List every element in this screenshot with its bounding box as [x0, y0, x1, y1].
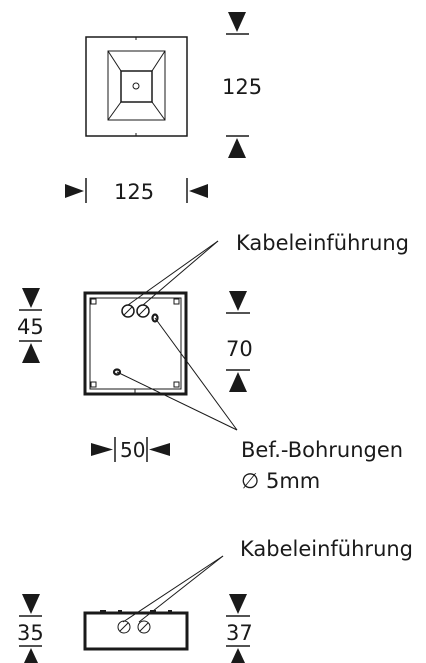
hole-hatch — [138, 306, 148, 316]
dimension-arrow-up — [229, 372, 247, 392]
side-view-tab — [118, 610, 122, 613]
dimension-arrow-up — [22, 343, 40, 363]
top-view-width-dimension: 125 — [65, 178, 208, 204]
back-view — [83, 291, 188, 396]
back-view-depth-dimension: 45 — [17, 288, 44, 363]
mounting-hole — [112, 368, 122, 376]
top-view-height-dimension: 125 — [222, 12, 262, 158]
top-view-center-hole — [132, 82, 140, 90]
dimension-arrow-up — [24, 648, 38, 663]
top-view-housing — [85, 36, 188, 137]
bevel-line — [107, 101, 122, 121]
back-view-cable-entry-label: Kabeleinführung — [236, 231, 409, 255]
cable-entry-hole — [117, 620, 131, 634]
leader-line — [142, 240, 219, 306]
leader-line — [122, 555, 224, 623]
dimension-arrow-up — [231, 648, 245, 663]
dimension-arrow-left — [149, 443, 170, 456]
leader-line — [127, 240, 219, 306]
back-view-housing — [83, 291, 188, 396]
bevel-line — [107, 50, 122, 72]
mounting-hole — [151, 313, 159, 323]
dimension-arrow-down — [22, 594, 40, 614]
hole-hatch — [139, 622, 149, 632]
top-view — [85, 36, 188, 137]
bevel-line — [151, 101, 166, 121]
side-view-right-label: 37 — [226, 621, 253, 645]
side-view-housing — [83, 611, 189, 651]
back-view-width-label: 50 — [120, 438, 145, 462]
corner-hole — [90, 381, 97, 388]
dimension-arrow-down — [229, 291, 247, 311]
hole-size-label: ∅ 5mm — [241, 469, 320, 493]
hole-hatch — [123, 306, 133, 316]
back-view-height-dimension: 70 — [226, 291, 253, 392]
side-view — [83, 610, 189, 651]
cable-entry-hole — [136, 304, 150, 318]
side-view-tab — [150, 610, 156, 613]
side-view-tab — [100, 610, 106, 613]
corner-hole — [90, 298, 97, 305]
dimension-arrow-right — [65, 184, 84, 198]
cable-entry-hole — [121, 304, 135, 318]
mounting-holes-label: Bef.-Bohrungen — [241, 438, 403, 462]
side-view-right-dimension: 37 — [226, 594, 253, 663]
bevel-line — [151, 50, 166, 72]
leader-line — [116, 371, 238, 431]
back-view-inner-edge — [89, 297, 182, 390]
top-view-height-label: 125 — [222, 75, 262, 99]
dimension-arrow-right — [91, 443, 113, 456]
corner-hole — [173, 381, 180, 388]
hole-hatch — [119, 622, 129, 632]
top-view-width-label: 125 — [114, 180, 154, 204]
top-view-inner-frame — [107, 50, 166, 121]
dimension-arrow-down — [22, 288, 40, 308]
side-view-cable-entry-label: Kabeleinführung — [240, 537, 413, 561]
dimension-arrow-left — [189, 184, 208, 198]
dimension-arrow-up — [228, 138, 246, 158]
corner-hole — [173, 298, 180, 305]
back-view-height-label: 70 — [226, 337, 253, 361]
top-view-center-square — [120, 70, 153, 103]
cable-entry-hole — [137, 620, 151, 634]
dimension-arrow-down — [228, 12, 246, 32]
side-view-tab — [168, 610, 172, 613]
leader-line — [154, 317, 238, 431]
back-view-width-dimension: 50 — [91, 437, 170, 462]
side-view-left-label: 35 — [17, 621, 44, 645]
back-view-depth-label: 45 — [17, 315, 44, 339]
dimension-arrow-down — [229, 594, 247, 614]
side-view-left-dimension: 35 — [17, 594, 44, 663]
